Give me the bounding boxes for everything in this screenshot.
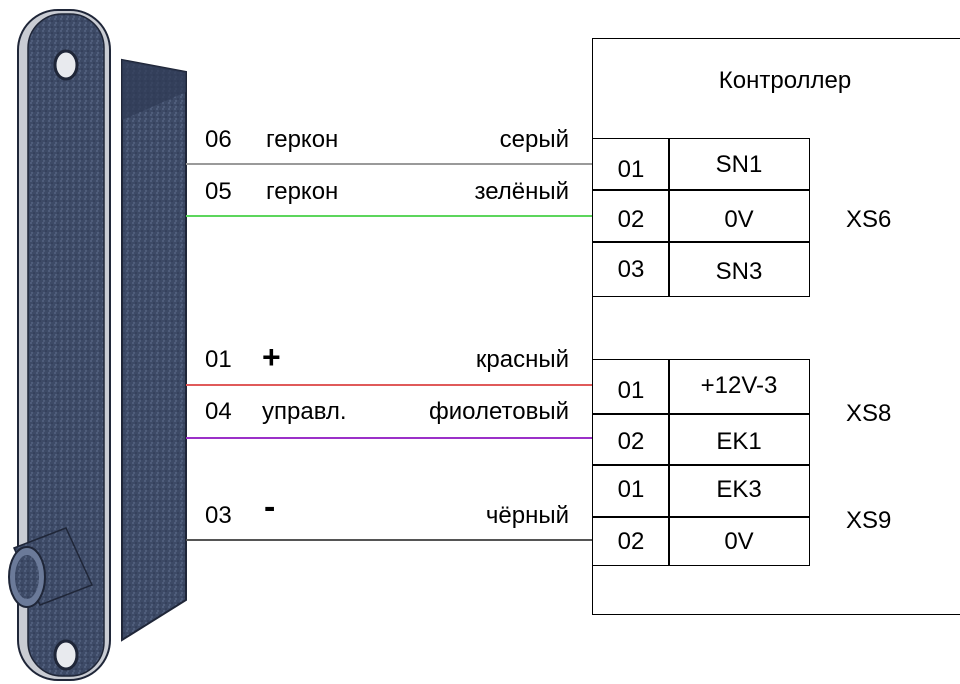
xs9-pin: 02	[617, 528, 645, 555]
wire-green	[186, 215, 593, 217]
xs6-label: XS6	[846, 206, 892, 233]
wire-red	[186, 384, 593, 386]
wire-func: геркон	[266, 178, 339, 205]
controller-box	[592, 38, 960, 615]
xs6-pin-cell	[592, 241, 670, 297]
xs9-signal-cell	[668, 516, 810, 566]
xs9-pin-cell	[592, 516, 670, 566]
xs9-pin-cell	[592, 464, 670, 518]
wire-gray	[186, 163, 593, 165]
wire-func-plus: +	[262, 339, 281, 375]
xs6-pin: 02	[617, 206, 645, 233]
wire-pin: 04	[205, 398, 232, 425]
wire-color-name: чёрный	[485, 502, 569, 529]
xs6-signal-cell	[668, 138, 810, 191]
lock-bracket	[121, 58, 187, 642]
xs6-signal-cell	[668, 189, 810, 243]
wire-pin: 06	[205, 126, 232, 153]
xs8-pin: 02	[617, 428, 645, 455]
xs9-label: XS9	[846, 507, 892, 534]
xs6-signal: SN1	[715, 151, 763, 178]
wire-func: геркон	[266, 126, 339, 153]
xs6-signal: 0V	[724, 206, 754, 233]
xs9-signal-cell	[668, 464, 810, 518]
lock-pin	[8, 527, 94, 608]
xs6-pin-cell	[592, 189, 670, 243]
xs9-signal: EK3	[716, 476, 762, 503]
lock-bottom-hole	[53, 639, 79, 671]
controller-title: Контроллер	[718, 67, 852, 94]
wire-color-name: зелёный	[474, 178, 569, 205]
xs9-signal: 0V	[724, 528, 754, 555]
xs6-signal-cell	[668, 241, 810, 297]
wire-violet	[186, 437, 593, 439]
xs6-signal: SN3	[715, 258, 763, 285]
xs8-pin-cell	[592, 413, 670, 466]
xs6-pin-cell	[592, 138, 670, 191]
xs8-label: XS8	[846, 400, 892, 427]
wire-color-name: красный	[475, 346, 569, 373]
xs6-pin: 01	[617, 156, 645, 183]
wire-pin: 01	[205, 346, 232, 373]
lock-top-hole	[53, 49, 79, 81]
xs8-signal: EK1	[716, 428, 762, 455]
wire-black	[186, 539, 593, 541]
wire-func-minus: -	[264, 488, 276, 526]
xs8-signal-cell	[668, 413, 810, 466]
wire-func: управл.	[262, 398, 347, 425]
xs6-pin: 03	[617, 256, 645, 283]
xs8-pin-cell	[592, 359, 670, 415]
wire-pin: 03	[205, 502, 232, 529]
xs8-pin: 01	[617, 377, 645, 404]
xs8-signal-cell	[668, 359, 810, 415]
wire-color-name: фиолетовый	[428, 398, 569, 425]
xs8-signal: +12V-3	[700, 372, 778, 399]
wire-pin: 05	[205, 178, 232, 205]
wire-color-name: серый	[499, 126, 569, 153]
xs9-pin: 01	[617, 476, 645, 503]
lock-illustration	[8, 9, 187, 681]
